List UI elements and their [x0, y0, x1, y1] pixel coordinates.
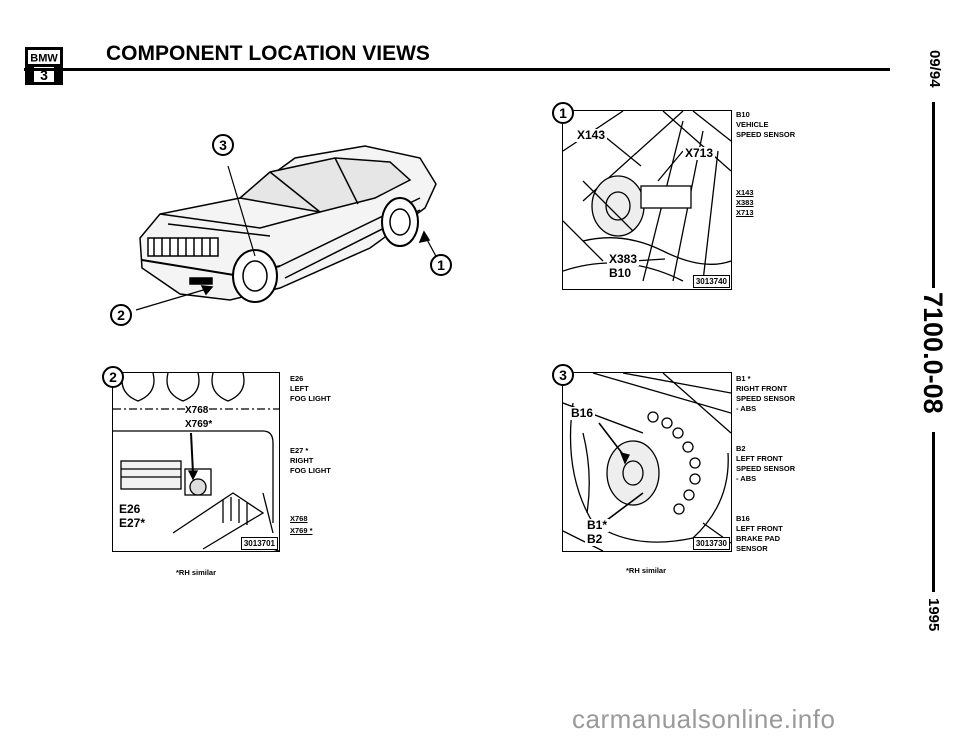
bmw-3-series-logo: BMW 3	[24, 46, 64, 86]
view3-label-b16: B16	[569, 406, 596, 420]
car-illustration	[135, 145, 439, 311]
logo-series: 3	[40, 67, 48, 83]
view2-desc-e26: E26 LEFT FOG LIGHT	[290, 374, 331, 403]
view3-illustration	[563, 373, 731, 551]
side-strip: 09/94 7100.0-08 1995	[896, 36, 956, 696]
view3-desc-b2: B2 LEFT FRONT SPEED SENSOR - ABS	[736, 444, 796, 483]
watermark: carmanualsonline.info	[572, 704, 836, 734]
car-callout-1: 1	[430, 254, 452, 276]
view3-desc-b16: B16 LEFT FRONT BRAKE PAD SENSOR	[736, 514, 783, 553]
view1-connector-x383: X383	[736, 198, 754, 207]
view3-ref-number: 3013730	[692, 537, 730, 550]
view1-photo: X143 X713 X383 B10 3013740	[562, 110, 732, 290]
view2-number: 2	[102, 366, 124, 388]
side-year: 1995	[925, 598, 942, 632]
view1-connector-x713: X713	[736, 208, 754, 217]
view1-label-b10: B10	[607, 266, 634, 280]
view1-desc-b10: B10 VEHICLE SPEED SENSOR	[736, 110, 796, 139]
car-overview: 3 1 2	[110, 128, 460, 328]
view2-label-x768: X768	[185, 405, 209, 416]
view1-label-x143: X143	[575, 128, 608, 142]
view2-connector-x769: X769 *	[290, 526, 313, 535]
view2-label-x769: X769*	[185, 419, 213, 430]
view2-desc-e27: E27 * RIGHT FOG LIGHT	[290, 446, 331, 475]
view1-number: 1	[552, 102, 574, 124]
car-callout-3: 3	[212, 134, 234, 156]
view2-label-e27: E27*	[117, 516, 148, 530]
logo-text: BMW	[30, 53, 58, 65]
car-callout-2: 2	[110, 304, 132, 326]
view1-label-x713: X713	[683, 146, 716, 160]
view2-note: *RH similar	[176, 568, 217, 577]
header-rule	[24, 68, 890, 71]
view1-ref-number: 3013740	[692, 275, 730, 288]
view3-note: *RH similar	[626, 566, 667, 575]
view2-ref-number: 3013701	[240, 537, 278, 550]
view1-connector-x143: X143	[736, 188, 754, 197]
view3-number: 3	[552, 364, 574, 386]
view3-label-b2: B2	[585, 532, 605, 546]
side-doc-number: 7100.0-08	[918, 292, 948, 414]
view2-connector-x768: X768	[290, 514, 308, 523]
view2-label-e26: E26	[117, 502, 143, 516]
page-title: COMPONENT LOCATION VIEWS	[106, 42, 430, 65]
view3-photo: B16 B1* B2 3013730	[562, 372, 732, 552]
view3-desc-b1: B1 * RIGHT FRONT SPEED SENSOR - ABS	[736, 374, 796, 413]
side-rule-bottom	[932, 432, 935, 592]
view3-label-b1: B1*	[585, 518, 610, 532]
view2-photo: X768 X769* E26 E27* 3013701	[112, 372, 280, 552]
side-rule-top	[932, 102, 935, 288]
view1-label-x383: X383	[607, 252, 640, 266]
side-date: 09/94	[926, 50, 943, 88]
